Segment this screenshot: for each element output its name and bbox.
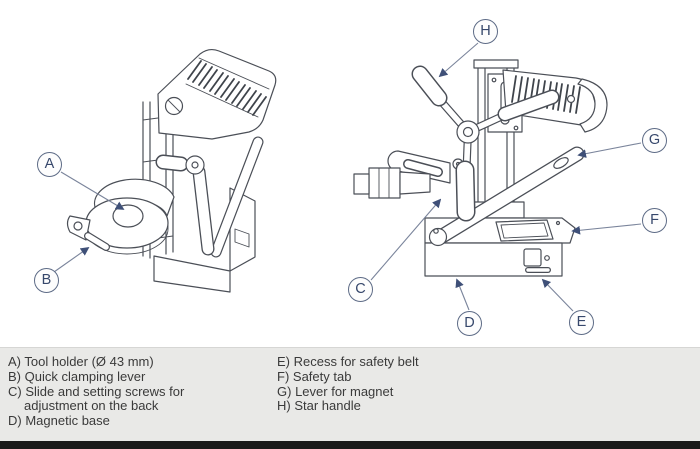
magnet-lever [430, 154, 578, 246]
legend-item-text: Slide and setting screws for adjustment … [24, 383, 185, 414]
legend-item-letter: H) [277, 398, 291, 414]
footer-bar [0, 441, 700, 449]
leader-d [455, 278, 469, 310]
callout-a: A [37, 152, 62, 177]
callout-e: E [569, 310, 594, 335]
legend-item-text: Star handle [294, 398, 361, 414]
legend-item-letter: A) [8, 354, 21, 369]
star-knob [163, 156, 204, 174]
legend-item-letter: E) [277, 354, 290, 369]
legend-item-text: Safety tab [292, 368, 352, 384]
legend-item-text: Quick clamping lever [24, 368, 146, 384]
legend: A) Tool holder (Ø 43 mm) B) Quick clampi… [0, 347, 700, 442]
legend-item-text: Tool holder (Ø 43 mm) [24, 354, 154, 369]
star-handle [420, 74, 552, 212]
motor-housing [158, 50, 276, 139]
callout-h: H [473, 19, 498, 44]
legend-item-text: Magnetic base [25, 413, 110, 429]
magnet-lever [216, 142, 258, 252]
callout-b: B [34, 268, 59, 293]
leader-b [54, 246, 90, 272]
legend-item-e: E) Recess for safety belt [277, 354, 557, 370]
callout-d: D [457, 311, 482, 336]
legend-item-c: C) Slide and setting screws for adjustme… [8, 383, 226, 415]
leader-h [438, 43, 478, 78]
legend-item-letter: B) [8, 368, 21, 384]
grip-ribs [188, 61, 266, 115]
legend-item-d: D) Magnetic base [8, 413, 226, 429]
callout-c: C [348, 277, 373, 302]
callout-f: F [642, 208, 667, 233]
legend-item-text: Recess for safety belt [293, 354, 419, 369]
legend-item-g: G) Lever for magnet [277, 383, 557, 400]
callout-g: G [642, 128, 667, 153]
leader-lines [0, 0, 700, 345]
legend-column-left: A) Tool holder (Ø 43 mm) B) Quick clampi… [8, 354, 226, 429]
drawing-right-view [338, 52, 628, 297]
legend-item-h: H) Star handle [277, 398, 557, 414]
legend-item-b: B) Quick clamping lever [8, 368, 226, 385]
legend-item-letter: G) [277, 383, 292, 399]
drawing-left-view [62, 44, 292, 306]
legend-item-a: A) Tool holder (Ø 43 mm) [8, 354, 226, 370]
leader-f [571, 224, 641, 235]
legend-item-text: Lever for magnet [295, 383, 394, 399]
legend-item-letter: D) [8, 413, 22, 429]
magnetic-base [425, 218, 575, 276]
leader-a [61, 172, 125, 210]
column [474, 60, 518, 240]
legend-column-right: E) Recess for safety belt F) Safety tab … [277, 354, 557, 414]
leader-g [577, 143, 641, 158]
legend-item-letter: F) [277, 368, 290, 384]
legend-item-f: F) Safety tab [277, 368, 557, 385]
legend-item-letter: C) [8, 383, 22, 399]
leader-e [541, 278, 573, 311]
leader-c [371, 198, 442, 280]
clamp-lever [68, 216, 107, 247]
